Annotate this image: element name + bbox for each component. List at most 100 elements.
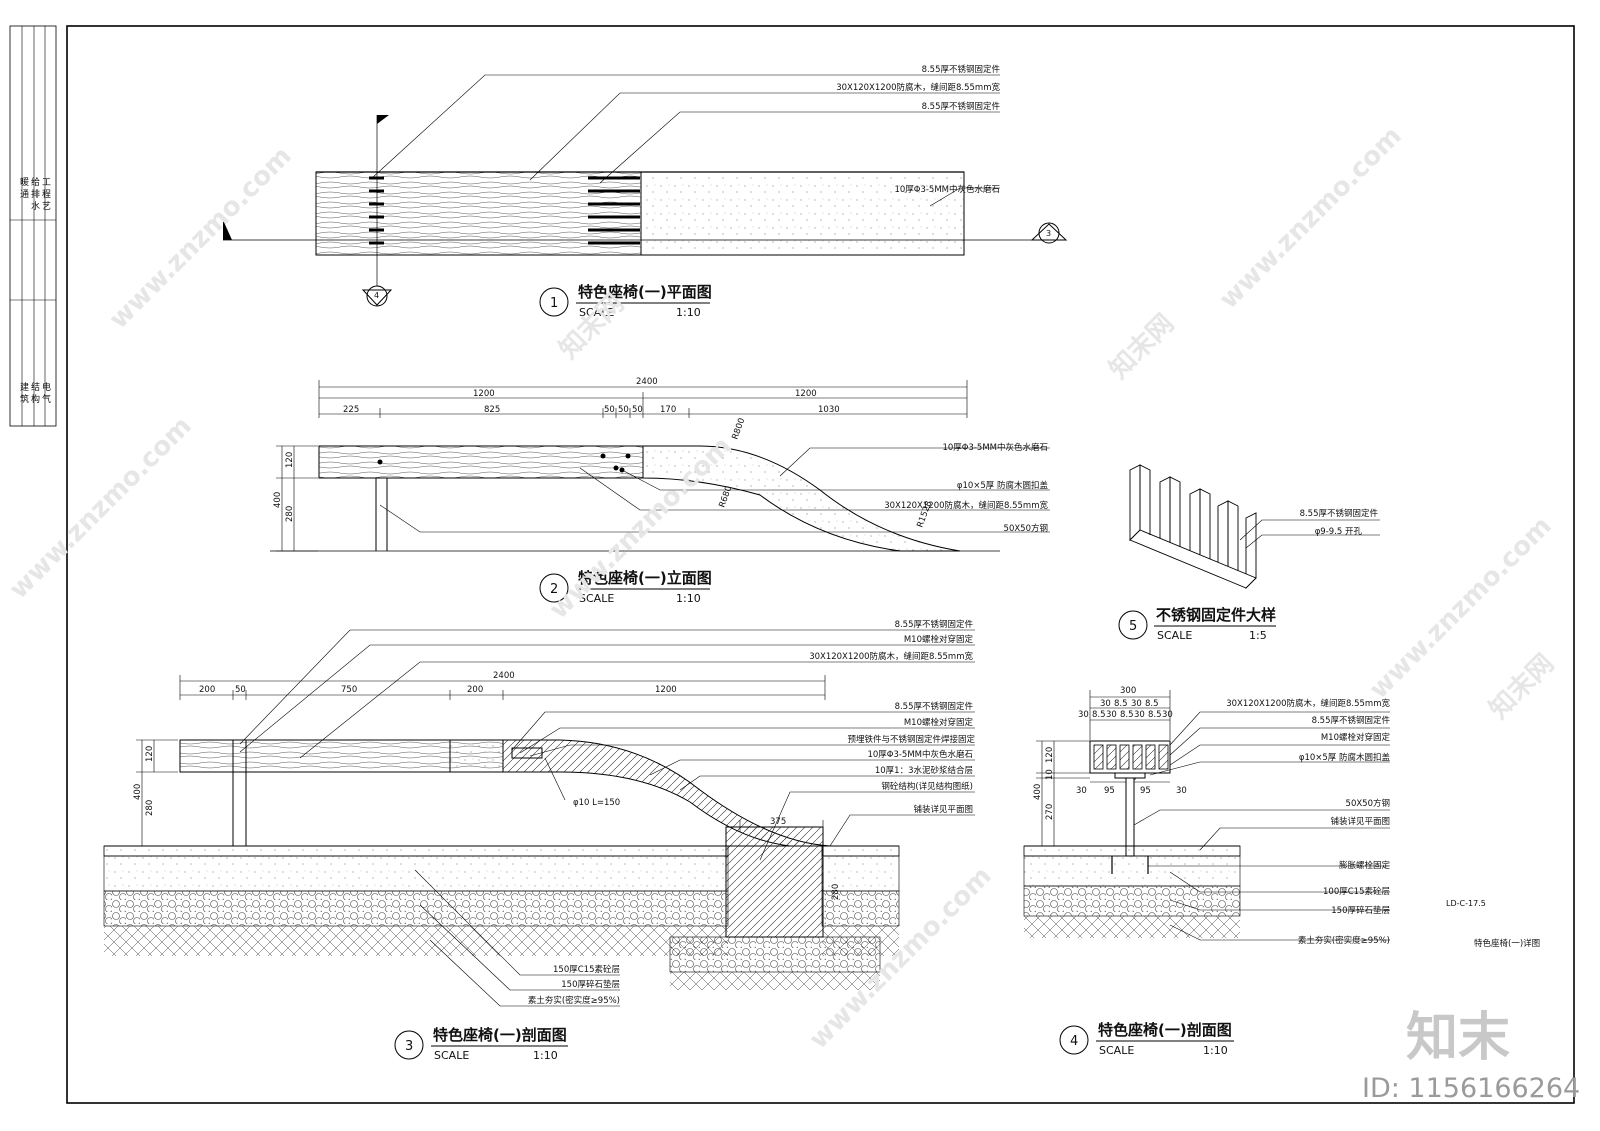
title-block-text-1: 暖 <box>20 176 29 188</box>
v3-dim-200a: 200 <box>199 685 215 695</box>
v3-number: 3 <box>405 1039 413 1054</box>
v3-title: 特色座椅(一)剖面图 <box>433 1026 567 1044</box>
v4-note-9: 150厚碎石垫层 <box>1331 905 1390 916</box>
steel-bracket-marks <box>369 176 640 245</box>
watermark-id: ID: 1156166264 <box>1362 1073 1580 1104</box>
sheet-border <box>66 25 1575 1104</box>
v3-dim-120: 120 <box>145 746 155 762</box>
view-1-plan: 3 4 8.55厚不锈钢固定件 30X120X1200防腐木，缝间距8.55mm… <box>223 64 1068 319</box>
title-block-text-2: 通 <box>20 189 29 200</box>
v5-number: 5 <box>1129 619 1137 634</box>
v4-dim-270: 270 <box>1045 804 1055 820</box>
watermark-brand-2: 知末网 <box>1104 309 1180 385</box>
v4-dim-300: 300 <box>1120 686 1136 696</box>
v3-note-top-2: M10螺栓对穿固定 <box>904 634 974 645</box>
v4-dim-r2-3: 30 <box>1106 710 1117 720</box>
v5-scale-label: SCALE <box>1157 629 1192 642</box>
v3-note-right-5: 10厚1：3水泥砂浆结合层 <box>875 765 973 776</box>
v4-note-4: φ10×5厚 防腐木圆扣盖 <box>1299 752 1391 763</box>
v4-dim-r1-3: 30 <box>1131 699 1142 709</box>
v4-scale: 1:10 <box>1203 1044 1228 1057</box>
v2-dim-400: 400 <box>273 492 283 508</box>
title-block-text-11: 结 <box>31 381 40 393</box>
v3-dim-375: 375 <box>770 817 786 827</box>
v3-note-right-4: 10厚Φ3-5MM中灰色水磨石 <box>867 749 973 760</box>
v4-note-6: 铺装详见平面图 <box>1330 816 1390 827</box>
v4-dim-r2-5: 30 <box>1134 710 1145 720</box>
sheet-name: 特色座椅(一)详图 <box>1474 938 1540 949</box>
v2-dim-120: 120 <box>285 452 295 468</box>
v2-dim-50a: 50 <box>604 405 615 415</box>
v3-dim-400: 400 <box>133 784 143 800</box>
v4-dim-r1-1: 30 <box>1100 699 1111 709</box>
v4-dim-r2-7: 30 <box>1162 710 1173 720</box>
watermark-brand-3: 知末网 <box>1484 649 1560 725</box>
v4-number: 4 <box>1070 1034 1078 1049</box>
v2-dim-825: 825 <box>484 405 500 415</box>
view-4-section: 300 30 8.5 30 8.5 30 8.5 30 8.5 30 8.5 3… <box>1023 686 1391 1057</box>
v3-note-bottom-3: 素土夯实(密实度≥95%) <box>528 995 620 1006</box>
v4-dim-r2-2: 8.5 <box>1092 710 1106 720</box>
watermark-site-3: www.znzmo.com <box>1214 121 1408 315</box>
v4-note-2: 8.55厚不锈钢固定件 <box>1312 715 1391 726</box>
title-block-text-12: 构 <box>31 393 40 405</box>
v3-note-right-7: 铺装详见平面图 <box>913 804 973 815</box>
v2-title: 特色座椅(一)立面图 <box>578 569 712 587</box>
title-strip-border <box>9 25 57 427</box>
v3-note-right-2: M10螺栓对穿固定 <box>904 717 974 728</box>
watermark-logo: 知末 <box>1406 1008 1510 1068</box>
v2-note-1: 10厚Φ3-5MM中灰色水磨石 <box>942 442 1048 453</box>
v2-dim-2400: 2400 <box>636 377 658 387</box>
v4-dim-r3-1: 30 <box>1076 786 1087 796</box>
v4-dim-120: 120 <box>1045 747 1055 763</box>
v3-note-top-3: 30X120X1200防腐木，缝间距8.55mm宽 <box>809 651 973 662</box>
v2-dim-1200b: 1200 <box>795 389 817 399</box>
v2-dim-50c: 50 <box>632 405 643 415</box>
title-block-text-6: 工 <box>42 178 51 188</box>
v4-dim-r3-2: 95 <box>1104 786 1115 796</box>
v2-note-4: 50X50方钢 <box>1004 523 1048 534</box>
view-2-elevation: 2400 1200 1200 225 825 50 50 50 170 1030… <box>270 377 1050 605</box>
title-block-text-8: 艺 <box>42 201 51 212</box>
v4-note-7: 膨胀螺栓固定 <box>1339 860 1391 871</box>
v4-note-3: M10螺栓对穿固定 <box>1321 732 1391 743</box>
v1-scale: 1:10 <box>676 306 701 319</box>
v3-dim-1200: 1200 <box>655 685 677 695</box>
watermark-site-4: www.znzmo.com <box>4 411 198 605</box>
v3-note-bottom-1: 150厚C15素砼层 <box>553 964 620 975</box>
v3-dim-750: 750 <box>341 685 357 695</box>
sheet-code: LD-C-17.5 <box>1446 899 1486 908</box>
v2-number: 2 <box>550 582 558 597</box>
v2-dim-225: 225 <box>343 405 359 415</box>
v2-dim-1030: 1030 <box>818 405 840 415</box>
title-block-text-13: 电 <box>42 381 51 393</box>
view-5-labels: 8.55厚不锈钢固定件 φ9-9.5 开孔 5 不锈钢固定件大样 SCALE 1… <box>1118 508 1380 642</box>
v4-dim-r2-4: 8.5 <box>1120 710 1134 720</box>
v3-scale-label: SCALE <box>434 1049 469 1062</box>
v5-scale: 1:5 <box>1249 629 1267 642</box>
v1-title: 特色座椅(一)平面图 <box>578 283 712 301</box>
v1-number: 1 <box>550 296 558 311</box>
v1-note-4: 10厚Φ3-5MM中灰色水磨石 <box>894 184 1000 195</box>
v2-radius-2: R680 <box>717 485 734 509</box>
title-block-text-4: 排 <box>31 188 40 200</box>
view-3-section: 2400 200 50 750 200 1200 400 120 280 <box>103 619 975 1062</box>
section-tag-3-text: 3 <box>1046 229 1051 238</box>
v1-scale-label: SCALE <box>579 306 614 319</box>
v3-rod: φ10 L=150 <box>573 798 620 808</box>
v3-note-right-6: 钢砼结构(详见结构图纸) <box>881 781 973 792</box>
v4-dim-r3-4: 95 <box>1140 786 1151 796</box>
v2-dim-170: 170 <box>660 405 676 415</box>
v5-note-2: φ9-9.5 开孔 <box>1315 527 1363 537</box>
v4-note-5: 50X50方钢 <box>1346 798 1390 809</box>
v3-dim-2400: 2400 <box>493 671 515 681</box>
v4-dim-r2-1: 30 <box>1078 710 1089 720</box>
v4-dim-10: 10 <box>1045 769 1055 780</box>
v1-note-1: 8.55厚不锈钢固定件 <box>922 64 1001 75</box>
title-block-text-7: 程 <box>42 189 51 200</box>
v3-note-right-1: 8.55厚不锈钢固定件 <box>895 701 974 712</box>
v4-dim-r1-2: 8.5 <box>1114 699 1128 709</box>
v2-radius-1: R800 <box>730 417 747 441</box>
v4-title: 特色座椅(一)剖面图 <box>1098 1021 1232 1039</box>
